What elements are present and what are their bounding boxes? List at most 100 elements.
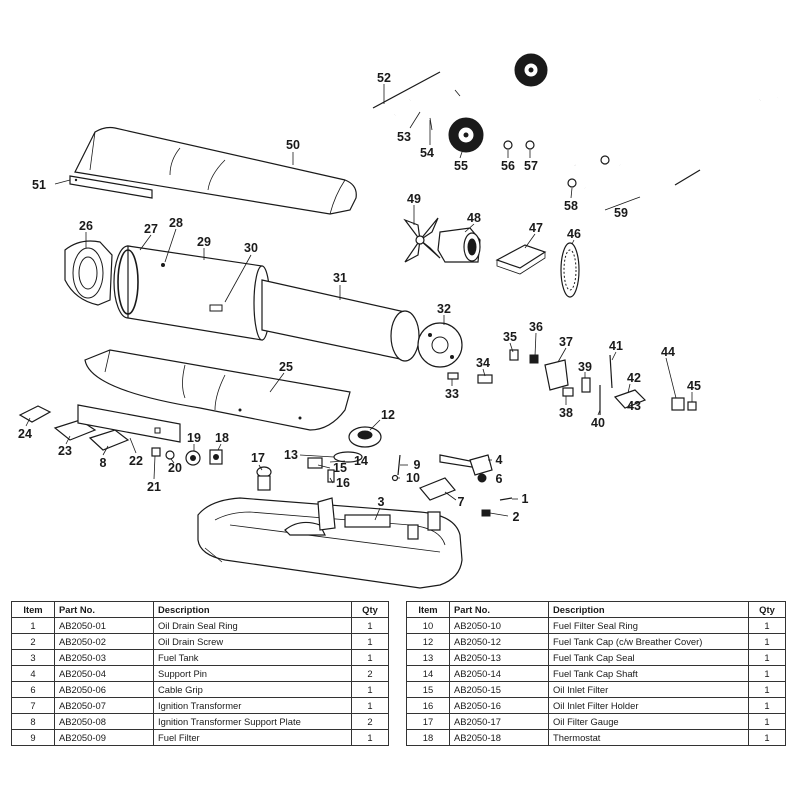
wheel-lower bbox=[448, 117, 484, 153]
lower-shroud bbox=[84, 349, 351, 431]
callout-56: 56 bbox=[501, 159, 515, 173]
cell-part-no: AB2050-01 bbox=[54, 617, 154, 634]
callout-46: 46 bbox=[567, 227, 581, 241]
cell-item: 8 bbox=[11, 713, 55, 730]
cell-item: 15 bbox=[406, 681, 450, 698]
top-shroud bbox=[69, 126, 357, 215]
header-description: Description bbox=[548, 601, 749, 618]
small-controls bbox=[447, 349, 697, 415]
callout-29: 29 bbox=[197, 235, 211, 249]
callout-24: 24 bbox=[18, 427, 32, 441]
callout-13: 13 bbox=[284, 448, 298, 462]
cell-qty: 1 bbox=[748, 617, 786, 634]
cell-part-no: AB2050-18 bbox=[449, 729, 549, 746]
callout-54: 54 bbox=[420, 146, 434, 160]
callout-40: 40 bbox=[591, 416, 605, 430]
callout-33: 33 bbox=[445, 387, 459, 401]
callout-34: 34 bbox=[476, 356, 490, 370]
cell-part-no: AB2050-16 bbox=[449, 697, 549, 714]
callout-4: 4 bbox=[496, 453, 503, 467]
callout-53: 53 bbox=[397, 130, 411, 144]
cell-qty: 1 bbox=[748, 649, 786, 666]
motor-bracket bbox=[495, 244, 547, 275]
cell-part-no: AB2050-09 bbox=[54, 729, 154, 746]
header-description: Description bbox=[153, 601, 352, 618]
cell-qty: 1 bbox=[351, 729, 389, 746]
cell-qty: 2 bbox=[351, 665, 389, 682]
cell-item: 12 bbox=[406, 633, 450, 650]
cell-description: Oil Drain Screw bbox=[153, 633, 352, 650]
cell-qty: 1 bbox=[351, 649, 389, 666]
tank-fittings bbox=[256, 426, 513, 517]
callout-35: 35 bbox=[503, 330, 517, 344]
callout-45: 45 bbox=[687, 379, 701, 393]
callout-12: 12 bbox=[381, 408, 395, 422]
cell-description: Fuel Tank Cap (c/w Breather Cover) bbox=[548, 633, 749, 650]
cell-description: Thermostat bbox=[548, 729, 749, 746]
callout-27: 27 bbox=[144, 222, 158, 236]
callout-2: 2 bbox=[513, 510, 520, 524]
cell-item: 9 bbox=[11, 729, 55, 746]
callout-6: 6 bbox=[496, 472, 503, 486]
callout-22: 22 bbox=[129, 454, 143, 468]
callout-21: 21 bbox=[147, 480, 161, 494]
cell-qty: 1 bbox=[748, 665, 786, 682]
cell-item: 13 bbox=[406, 649, 450, 666]
front-shield bbox=[64, 240, 113, 306]
cell-item: 3 bbox=[11, 649, 55, 666]
callout-10: 10 bbox=[406, 471, 420, 485]
cell-description: Fuel Filter bbox=[153, 729, 352, 746]
cell-item: 1 bbox=[11, 617, 55, 634]
cell-description: Ignition Transformer Support Plate bbox=[153, 713, 352, 730]
cell-part-no: AB2050-15 bbox=[449, 681, 549, 698]
cell-qty: 1 bbox=[748, 713, 786, 730]
callout-32: 32 bbox=[437, 302, 451, 316]
callout-37: 37 bbox=[559, 335, 573, 349]
fuel-tank bbox=[197, 497, 463, 589]
callout-48: 48 bbox=[467, 211, 481, 225]
callout-42: 42 bbox=[627, 371, 641, 385]
callout-17: 17 bbox=[251, 451, 265, 465]
cell-item: 4 bbox=[11, 665, 55, 682]
cell-part-no: AB2050-07 bbox=[54, 697, 154, 714]
cell-item: 18 bbox=[406, 729, 450, 746]
callout-26: 26 bbox=[79, 219, 93, 233]
callout-50: 50 bbox=[286, 138, 300, 152]
cell-qty: 1 bbox=[351, 681, 389, 698]
callout-23: 23 bbox=[58, 444, 72, 458]
cell-qty: 1 bbox=[351, 633, 389, 650]
callout-25: 25 bbox=[279, 360, 293, 374]
cell-description: Ignition Transformer bbox=[153, 697, 352, 714]
cell-qty: 1 bbox=[748, 697, 786, 714]
header-part-no: Part No. bbox=[449, 601, 549, 618]
callout-1: 1 bbox=[522, 492, 529, 506]
motor bbox=[437, 227, 481, 263]
outer-chamber bbox=[113, 245, 271, 341]
callout-38: 38 bbox=[559, 406, 573, 420]
header-item: Item bbox=[406, 601, 450, 618]
callout-14: 14 bbox=[354, 454, 368, 468]
inner-chamber bbox=[261, 279, 420, 362]
callout-3: 3 bbox=[378, 495, 385, 509]
cell-description: Support Pin bbox=[153, 665, 352, 682]
fan bbox=[403, 217, 441, 263]
callout-9: 9 bbox=[414, 458, 421, 472]
callout-57: 57 bbox=[524, 159, 538, 173]
header-qty: Qty bbox=[351, 601, 389, 618]
cell-item: 10 bbox=[406, 617, 450, 634]
callout-20: 20 bbox=[168, 461, 182, 475]
cell-qty: 1 bbox=[351, 617, 389, 634]
callout-labels: 52 53 54 55 56 57 58 59 50 51 26 27 28 2… bbox=[18, 71, 701, 524]
callout-43: 43 bbox=[627, 399, 641, 413]
callout-58: 58 bbox=[564, 199, 578, 213]
